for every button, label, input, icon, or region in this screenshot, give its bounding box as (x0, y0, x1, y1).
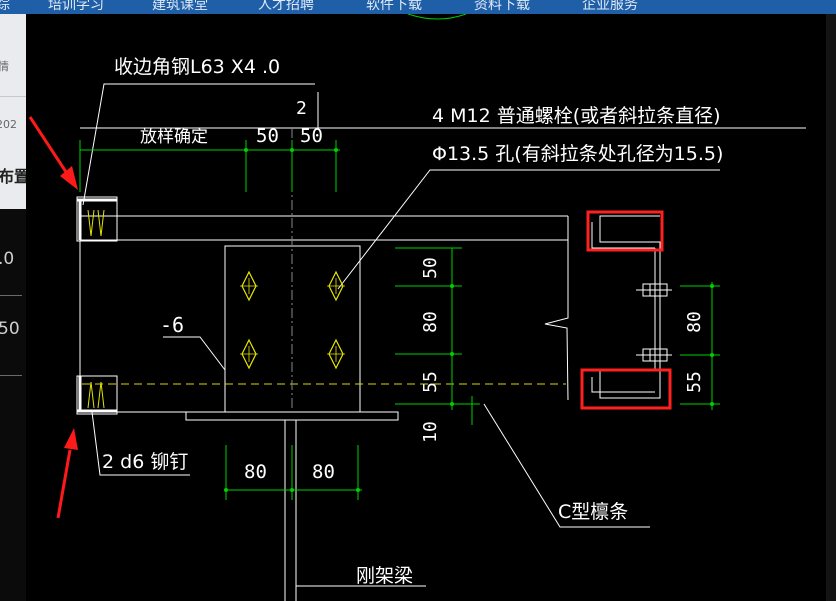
hole-label: Φ13.5 孔(有斜拉条处孔径为15.5) (432, 143, 723, 165)
highlight-bottom-flange (580, 368, 672, 410)
left-panel-item-4: .0 (0, 249, 15, 269)
top-navigation-bar: 综 培训学习 建筑课堂 人才招聘 软件下载 资料下载 企业服务 (0, 0, 836, 14)
c-section-bottom-inner (591, 377, 655, 393)
bolt-leader-line (337, 169, 720, 290)
angle-steel-bottom (76, 375, 118, 415)
left-panel-item-3: 布置 (0, 167, 26, 186)
top-circle-fragment (407, 14, 467, 20)
plate-leader-line (163, 336, 226, 371)
nav-item-software-download[interactable]: 软件下载 (366, 0, 422, 13)
section-mark-2: 2 (296, 98, 307, 119)
cad-drawing-canvas[interactable]: 收边角钢L63 X4 .0 放样确定 50 50 2 4 M12 普通螺栓(或者… (26, 14, 826, 601)
bolt-hole-2 (328, 270, 344, 302)
bolt-hole-1 (241, 270, 257, 302)
nav-item-recruitment[interactable]: 人才招聘 (258, 0, 314, 13)
left-panel-item-2: 202 (0, 118, 17, 131)
nav-item-enterprise-service[interactable]: 企业服务 (582, 0, 638, 13)
c-section-bottom-flange (599, 369, 661, 399)
dim-right-80: 80 (684, 311, 705, 333)
purlin-label: C型檩条 (558, 501, 628, 523)
left-panel-item-5: 50 (0, 319, 20, 339)
highlight-top-flange (586, 210, 664, 252)
nav-item-training[interactable]: 培训学习 (48, 0, 104, 13)
dim-right-55: 55 (684, 371, 705, 393)
c-section-top-inner (591, 222, 655, 249)
dim-top-1: 50 (256, 125, 279, 147)
left-panel-light-section: 情 202 布置 (0, 14, 26, 209)
angle-steel-top (76, 196, 118, 242)
bolt-hole-3 (241, 338, 257, 370)
dim-vertical-55: 55 (420, 371, 441, 393)
nav-item-building-class[interactable]: 建筑课堂 (152, 0, 208, 13)
red-arrow-top (28, 116, 78, 190)
rivet-leader-line (91, 411, 190, 476)
bolt-hole-4 (328, 338, 344, 370)
beam-flange-plate (185, 411, 399, 421)
red-arrow-bottom (56, 428, 78, 519)
left-panel-item-1: 情 (0, 60, 9, 73)
bolt-label: 4 M12 普通螺栓(或者斜拉条直径) (432, 105, 721, 127)
break-line (544, 216, 569, 401)
dim-top-2: 50 (300, 125, 323, 147)
nav-item-fragment[interactable]: 综 (0, 0, 10, 13)
right-scroll-strip (826, 14, 836, 601)
left-side-panel: 情 202 布置 .0 50 (0, 0, 26, 601)
dim-bottom-2: 80 (312, 461, 335, 483)
beam-label: 刚架梁 (356, 565, 413, 587)
dim-vertical-80: 80 (420, 311, 441, 333)
plate-thickness-label: -6 (160, 313, 184, 337)
dim-bottom-1: 80 (244, 461, 267, 483)
nav-item-document-download[interactable]: 资料下载 (474, 0, 530, 13)
rivet-label: 2 d6 铆钉 (102, 451, 188, 473)
left-panel-line-1 (0, 295, 22, 296)
left-panel-line-2 (0, 375, 22, 376)
dim-vertical-10: 10 (420, 421, 441, 443)
layout-label: 放样确定 (140, 127, 208, 147)
angle-label: 收边角钢L63 X4 .0 (114, 56, 280, 78)
c-section-web (599, 215, 661, 388)
left-panel-divider (0, 96, 26, 97)
left-panel-dark-section: .0 50 (0, 209, 26, 601)
purlin-leader-line (483, 403, 650, 528)
angle-leader-line (82, 83, 315, 206)
dim-vertical-50: 50 (420, 257, 441, 279)
